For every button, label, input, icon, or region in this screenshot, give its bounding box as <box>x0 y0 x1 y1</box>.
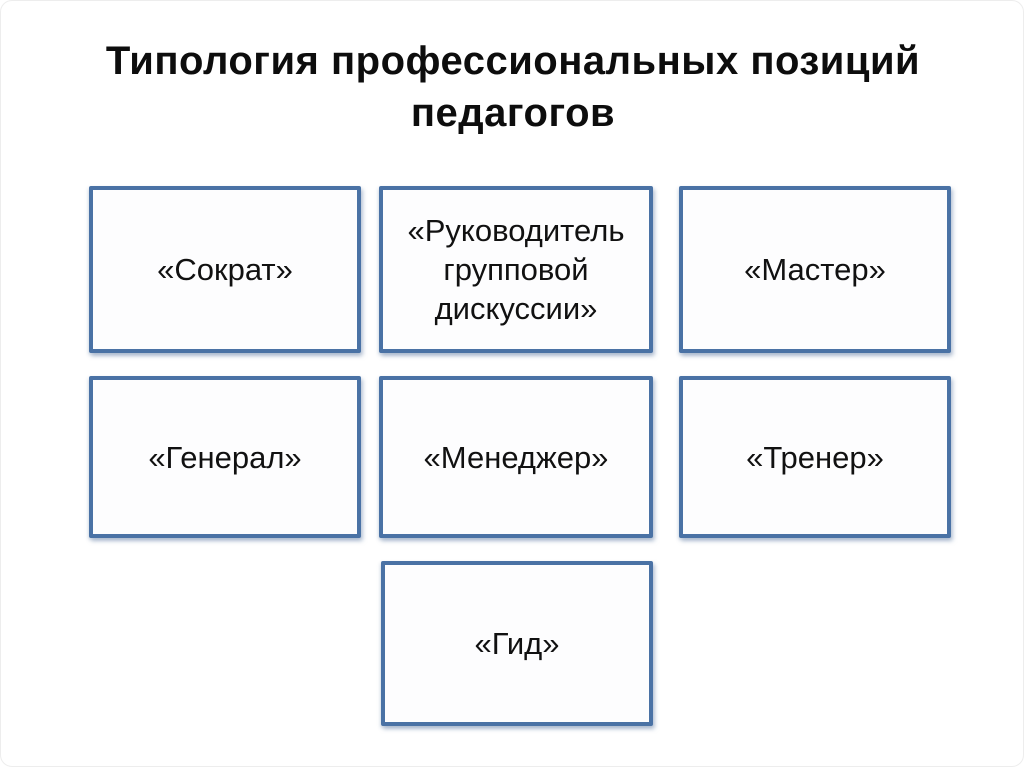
diagram-box-label: «Генерал» <box>148 439 302 475</box>
diagram-box-label: «Сократ» <box>157 252 293 287</box>
diagram-box-label: «Тренер» <box>746 439 884 475</box>
diagram-box-label: «Руководитель групповой дискуссии» <box>407 213 625 326</box>
diagram-box-master: «Мастер» <box>679 186 951 353</box>
diagram-box-label: «Менеджер» <box>423 439 609 475</box>
diagram-box-label: «Мастер» <box>744 252 886 287</box>
diagram-box-menedzher: «Менеджер» <box>379 376 653 538</box>
diagram-box-gid: «Гид» <box>381 561 653 726</box>
diagram-box-rukovoditel-gruppovoy-diskussii: «Руководитель групповой дискуссии» <box>379 186 653 353</box>
diagram-box-sokrat: «Сократ» <box>89 186 361 353</box>
diagram-box-general: «Генерал» <box>89 376 361 538</box>
page-title: Типология профессиональных позиций педаг… <box>105 39 921 135</box>
diagram-box-label: «Гид» <box>474 626 560 661</box>
diagram-box-trener: «Тренер» <box>679 376 951 538</box>
